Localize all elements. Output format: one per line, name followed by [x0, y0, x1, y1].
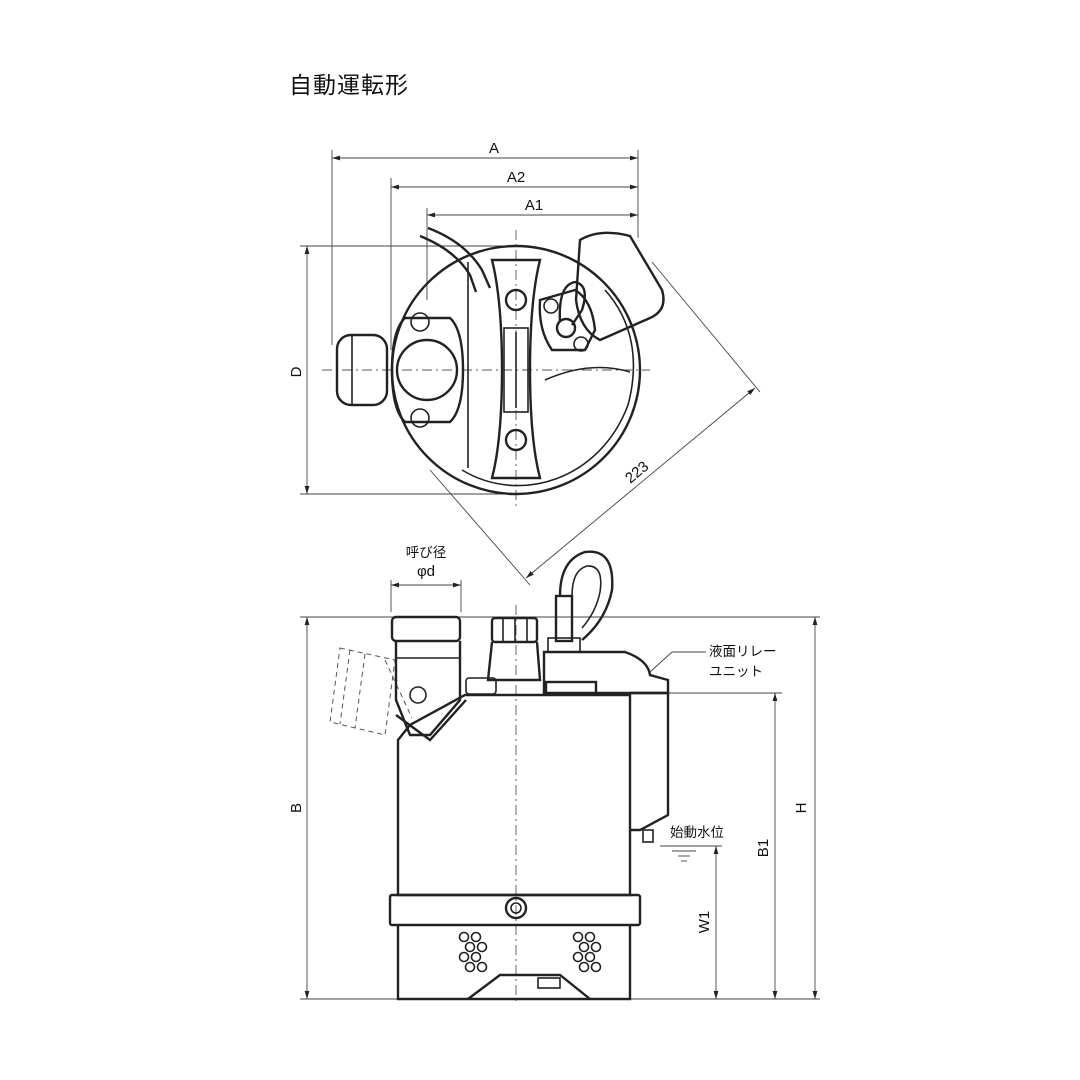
relay-base: [544, 680, 598, 696]
lifting-hook-inner: [571, 565, 602, 629]
cable-gland: [486, 641, 542, 682]
flange-bolt-bottom: [410, 408, 430, 428]
relay-unit-label: 液面リレー: [709, 644, 777, 660]
strainer-holes-right: [572, 931, 602, 973]
rib-line: [544, 366, 631, 381]
hook-stem: [554, 594, 574, 643]
strainer-holes-left: [458, 931, 488, 973]
diagram-title: 自動運転形: [289, 73, 409, 99]
dim-diagonal-label: 223: [622, 458, 652, 487]
discharge-pipe-outline: [335, 333, 389, 407]
discharge-port: [395, 338, 459, 402]
sensor-tip: [642, 829, 654, 843]
dim-diagonal: [525, 387, 756, 579]
relay-hook: [558, 280, 586, 326]
dim-b-label: B: [288, 803, 305, 813]
alt-discharge-outline: [329, 647, 396, 736]
side-view: 呼び径 φd B H B1 W1: [288, 545, 820, 1005]
hook-nut: [547, 637, 581, 653]
dim-a1-label: A1: [525, 197, 543, 214]
flange-bolt-top: [410, 312, 430, 332]
center-handle: [490, 258, 542, 480]
relay-unit-label-2: ユニット: [709, 664, 763, 680]
dim-a2-label: A2: [507, 169, 525, 186]
handle-bolt-bottom: [504, 428, 528, 452]
dim-d-label: D: [288, 366, 305, 377]
dim-h-label: H: [793, 803, 810, 814]
dim-w1-label: W1: [696, 911, 713, 934]
nominal-diameter-symbol: φd: [417, 563, 435, 580]
bottom-inlet: [467, 973, 591, 1000]
clamp-band: [388, 893, 642, 927]
alt-discharge-line3: [384, 659, 413, 719]
discharge-elbow: [394, 641, 462, 737]
discharge-flange: [390, 316, 465, 424]
power-cable: [419, 234, 478, 293]
alt-discharge-line2: [354, 653, 366, 729]
handle-slot: [503, 327, 529, 413]
lifting-hook: [558, 550, 614, 641]
dim-b1-label: B1: [755, 839, 772, 857]
ext-line-diag-top: [651, 261, 761, 393]
elbow-lower: [395, 699, 467, 742]
relay-hook-base: [555, 317, 577, 339]
discharge-coupling: [390, 615, 462, 643]
band-bolt: [504, 896, 528, 920]
top-fitting: [465, 677, 497, 695]
motor-body: [396, 693, 632, 897]
band-bolt-inner: [510, 902, 522, 914]
water-level-symbol: [664, 845, 704, 862]
power-cable-2: [427, 226, 492, 289]
top-view: A A2 A1 D 223: [288, 140, 761, 586]
ext-line-diag-bottom: [429, 469, 531, 586]
relay-mount-plate: [538, 288, 597, 352]
elbow-bolt: [409, 686, 427, 704]
relay-housing: [542, 650, 670, 695]
relay-leader-1: [649, 651, 673, 673]
start-level-label: 始動水位: [670, 825, 724, 841]
bottom-plug: [537, 977, 561, 989]
level-relay-unit: [574, 231, 665, 342]
strainer-casing: [396, 925, 632, 1001]
relay-sensor-body: [630, 691, 670, 832]
pump-inner-ring: [461, 289, 635, 487]
alt-discharge-line1: [339, 649, 351, 725]
relay-bolt-1: [543, 298, 559, 314]
handle-bolt-top: [504, 288, 528, 312]
nominal-diameter-label: 呼び径: [406, 545, 447, 561]
dim-a-label: A: [489, 140, 499, 157]
relay-bolt-2: [573, 336, 589, 352]
